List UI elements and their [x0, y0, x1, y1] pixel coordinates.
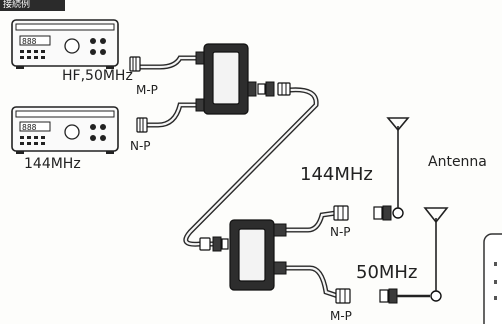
radio-icon: 888 [11, 19, 119, 69]
svg-text:888: 888 [22, 37, 37, 46]
cable-lower-to-144-antenna [283, 210, 339, 233]
svg-text:888: 888 [22, 123, 37, 132]
plug-m-p-antenna-50 [335, 288, 442, 304]
duplexer-icon [195, 43, 291, 115]
duplexer-icon [199, 219, 287, 291]
antenna-144-connector-label: N-P [330, 225, 351, 239]
antenna-50-connector-label: M-P [330, 309, 352, 323]
header-tag: 接続例 [0, 0, 65, 11]
note-box [483, 233, 502, 324]
radio-144-label: 144MHz [24, 156, 81, 172]
antenna-144-label: 144MHz [300, 164, 373, 185]
plug-hf [129, 56, 141, 72]
antenna-50-label: 50MHz [356, 262, 417, 283]
antenna-icon [423, 207, 449, 291]
radio-hf-label: HF,50MHz [62, 68, 133, 84]
cable-hf-to-upper-duplexer [132, 55, 201, 70]
plug-144 [136, 117, 148, 133]
antenna-label: Antenna [428, 154, 487, 170]
cable-144-to-upper-duplexer [142, 102, 201, 128]
radio-hf-connector-label: M-P [136, 83, 158, 97]
plug-n-p-antenna-144 [333, 205, 404, 221]
antenna-icon [386, 117, 410, 208]
radio-144-connector-label: N-P [130, 139, 151, 153]
cable-main-link [183, 87, 319, 247]
cable-lower-to-50-antenna [283, 265, 341, 299]
radio-icon: 888 [11, 106, 119, 154]
